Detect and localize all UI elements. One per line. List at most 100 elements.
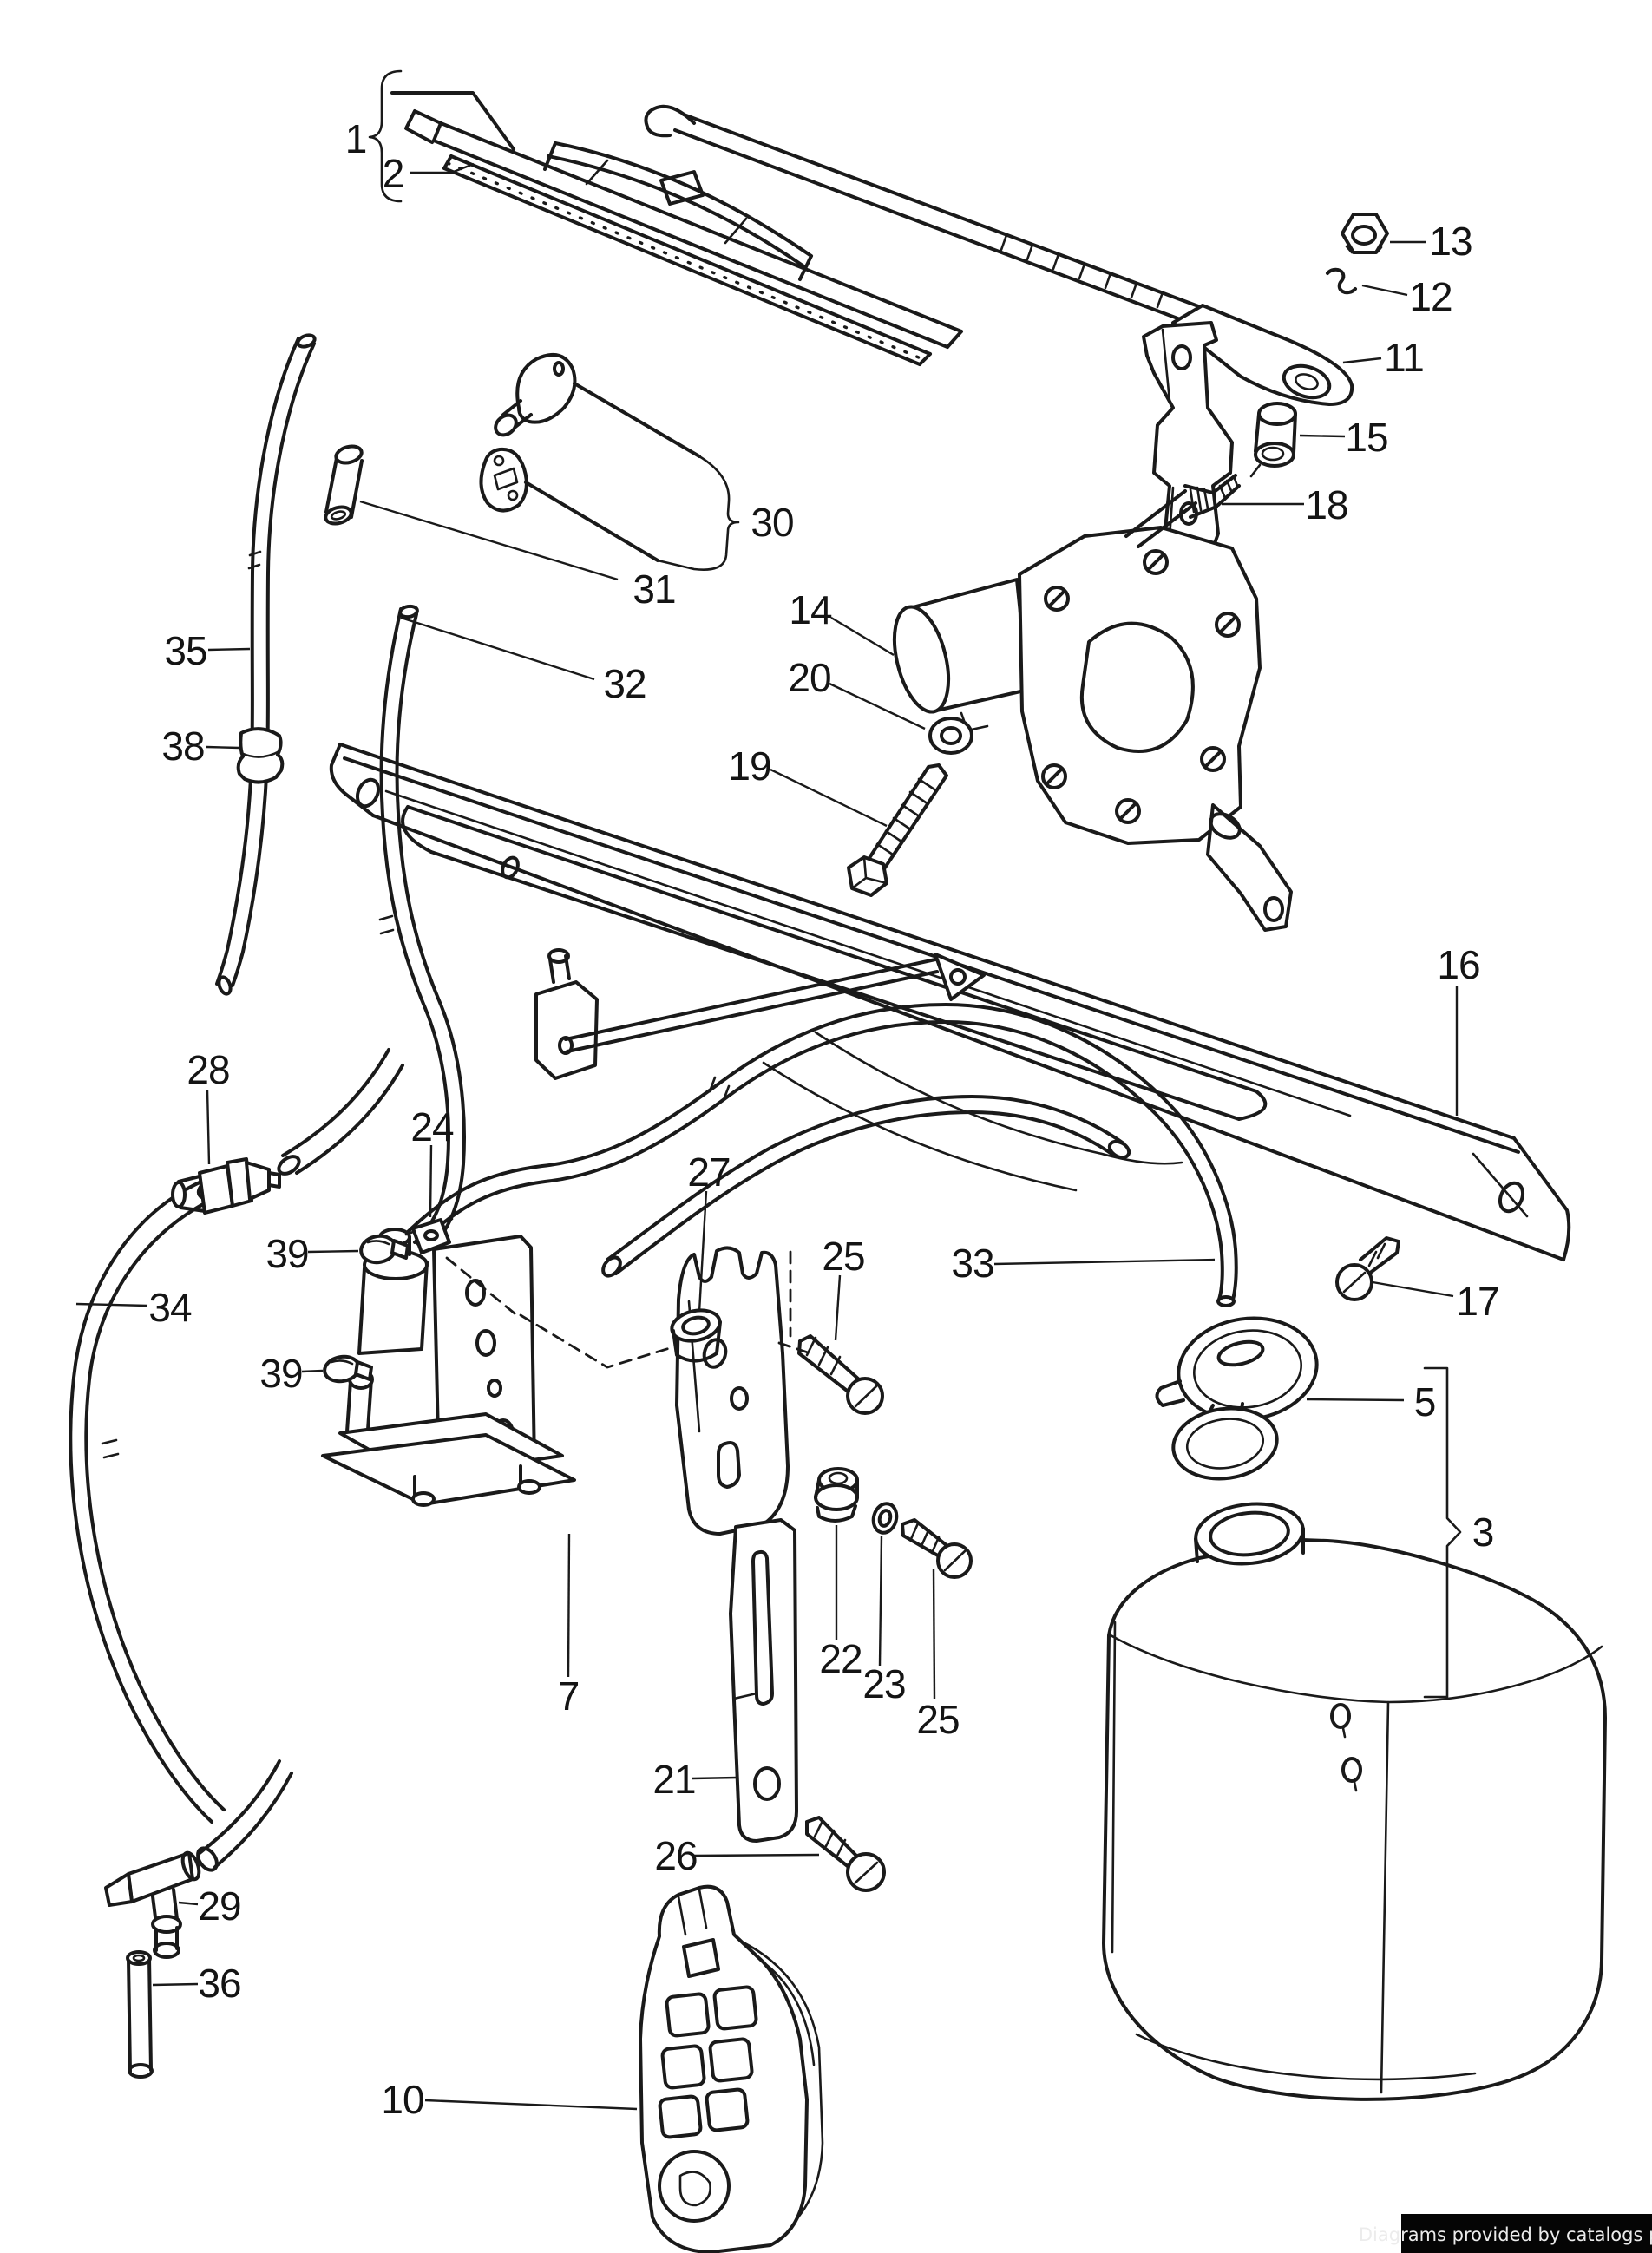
callout-leader-39 <box>301 1369 324 1373</box>
callout-39: 39 <box>266 1231 308 1276</box>
callout-leader-5 <box>1306 1398 1405 1402</box>
callout-32: 32 <box>603 661 646 706</box>
check-valve-28 <box>171 1048 404 1215</box>
watermark-text: Diagrams provided by catalogs parts <box>1359 2224 1652 2245</box>
hose-grommet-38 <box>236 727 285 784</box>
rubber-buffer-22 <box>814 1467 859 1523</box>
watermark-box <box>1401 2214 1652 2253</box>
callout-leader-33 <box>993 1258 1216 1266</box>
callout-leader-25 <box>834 1274 842 1341</box>
hex-bolt <box>847 763 948 897</box>
wiper-linkage <box>534 948 986 1080</box>
callout-leader-7 <box>567 1533 571 1678</box>
screw-26 <box>805 1816 886 1892</box>
callout-leader-34 <box>75 1302 148 1307</box>
callout-leader-38 <box>206 745 240 750</box>
callout-30: 30 <box>751 500 793 545</box>
callout-leader-28 <box>206 1089 211 1165</box>
nozzle-seal <box>479 447 528 513</box>
callout-leader-10 <box>424 2099 638 2111</box>
pivot-bushing <box>1249 402 1297 478</box>
callout-leader-27 <box>698 1190 708 1313</box>
alignment-dashes <box>445 1250 812 1369</box>
callout-27: 27 <box>687 1149 730 1195</box>
washer-hose-35 <box>215 333 317 996</box>
callout-15: 15 <box>1345 415 1387 460</box>
cable-clip-24 <box>404 1217 454 1254</box>
callout-5: 5 <box>1414 1379 1436 1424</box>
watermark: Diagrams provided by catalogs parts <box>1359 2214 1652 2253</box>
support-bracket-27 <box>675 1246 790 1536</box>
rubber-sleeve <box>324 444 364 526</box>
reservoir-cap <box>1155 1316 1319 1481</box>
callout-16: 16 <box>1437 942 1479 987</box>
group-brace-30 <box>524 382 740 571</box>
grommet-27 <box>670 1308 722 1363</box>
callout-22: 22 <box>819 1636 862 1681</box>
callout-leader-29 <box>178 1901 199 1906</box>
hose-piece-36 <box>126 1950 154 2079</box>
callout-2: 2 <box>383 151 404 196</box>
washer-nozzle <box>494 352 577 437</box>
screw-17 <box>1335 1236 1400 1301</box>
sealing-ring <box>928 717 974 755</box>
callout-11: 11 <box>1384 335 1424 380</box>
callout-26: 26 <box>654 1833 697 1878</box>
callout-29: 29 <box>198 1883 240 1929</box>
washer-reservoir <box>1102 1502 1607 2101</box>
screw-25-upper <box>797 1334 884 1415</box>
callout-20: 20 <box>788 655 830 700</box>
callout-leader-19 <box>770 768 888 828</box>
callout-35: 35 <box>164 628 206 673</box>
callout-leader-2 <box>410 162 475 174</box>
callout-31: 31 <box>633 567 675 612</box>
callout-1: 1 <box>345 116 367 161</box>
callout-21: 21 <box>652 1757 695 1802</box>
hose-clamp-39-lower <box>323 1354 373 1384</box>
washer-pump-assembly <box>321 1228 576 1507</box>
washer-hose-32 <box>378 604 466 1251</box>
callout-33: 33 <box>951 1241 993 1286</box>
callout-25: 25 <box>916 1697 959 1742</box>
callout-38: 38 <box>161 724 204 769</box>
callout-leader-14 <box>830 616 895 657</box>
callout-19: 19 <box>728 743 770 789</box>
callout-leader-26 <box>693 1853 820 1857</box>
hex-nut <box>1341 213 1389 254</box>
hose-clamp-39-upper <box>359 1234 410 1265</box>
screw-25-lower <box>901 1518 973 1579</box>
callout-leader-32 <box>400 616 595 681</box>
tee-connector <box>104 1850 201 1959</box>
callout-17: 17 <box>1456 1279 1498 1324</box>
callout-leader-24 <box>429 1144 433 1218</box>
callout-23: 23 <box>862 1661 905 1706</box>
group-brace-1-2 <box>368 69 515 203</box>
mounting-strap-21 <box>729 1518 798 1843</box>
callout-leader-20 <box>829 682 926 730</box>
callout-leader-36 <box>152 1982 199 1987</box>
washer-hose-33 <box>406 1003 1238 1307</box>
group-brace-3 <box>1423 1366 1462 1699</box>
callout-28: 28 <box>187 1047 229 1092</box>
callout-34: 34 <box>148 1285 192 1330</box>
washer-hose-34 <box>69 1178 293 1872</box>
callout-36: 36 <box>198 1961 240 2006</box>
washer-23 <box>871 1502 899 1535</box>
callout-10: 10 <box>381 2077 423 2122</box>
callout-leader-17 <box>1372 1280 1454 1298</box>
callout-25: 25 <box>822 1234 864 1279</box>
callout-12: 12 <box>1409 274 1452 319</box>
callout-leader-31 <box>359 500 619 581</box>
wiper-arm <box>644 104 1354 406</box>
callout-leader-23 <box>878 1535 883 1667</box>
wiper-blade <box>404 109 963 366</box>
callout-leader-39 <box>307 1249 359 1254</box>
callout-13: 13 <box>1429 219 1472 264</box>
wiper-motor <box>892 474 1293 932</box>
callout-14: 14 <box>789 587 832 632</box>
callout-leader-35 <box>207 647 251 652</box>
callout-leader-12 <box>1361 284 1408 297</box>
callout-18: 18 <box>1305 482 1347 527</box>
